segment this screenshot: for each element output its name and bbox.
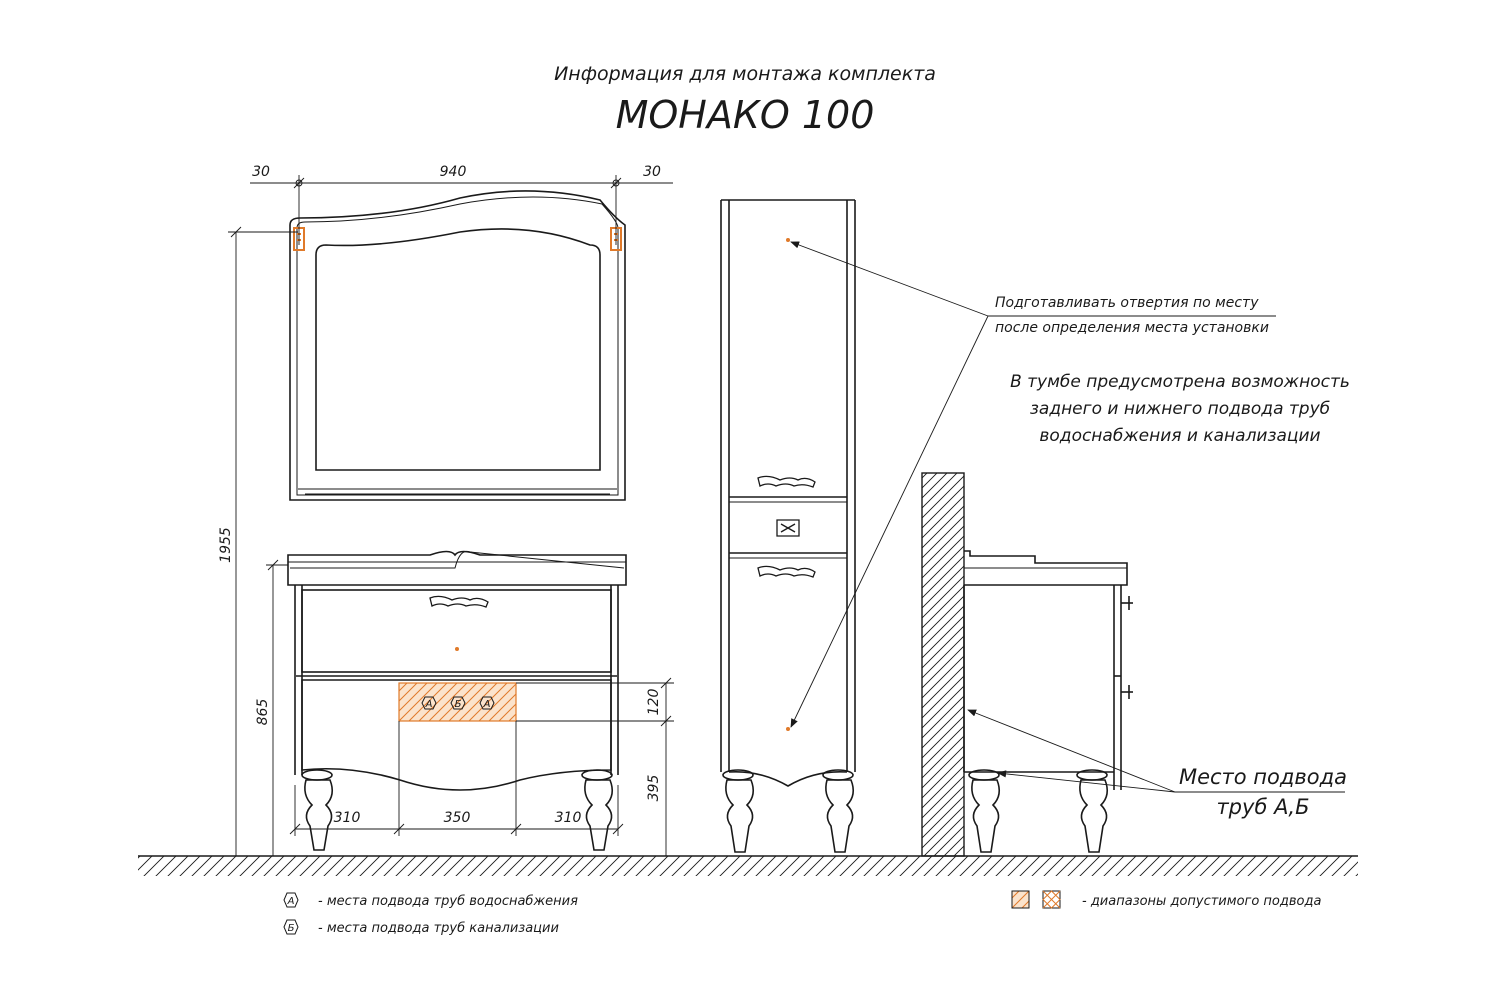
tall-mount-point-bottom: [786, 727, 790, 731]
note-supply-line2: заднего и нижнего подвода труб: [1030, 399, 1330, 419]
dim-zone-bottom: 395: [646, 775, 662, 802]
tall-leg-right: [822, 769, 855, 853]
title-line1: Информация для монтажа комплекта: [554, 63, 936, 85]
side-leg-left: [968, 769, 1001, 853]
zone-vertical-dimensions: [516, 677, 674, 856]
pipes-leader: [967, 709, 1345, 793]
tall-mount-point-top: [786, 238, 790, 242]
marker-sewer-label: Б: [455, 699, 462, 710]
leg-left: [301, 769, 334, 851]
total-height-dimension: [228, 226, 298, 856]
tall-handle-middle-icon: [776, 519, 800, 537]
tall-cabinet: [720, 199, 856, 853]
note-pipes-line2: труб А,Б: [1216, 795, 1309, 819]
dim-zone-width: 350: [444, 810, 471, 826]
legend-range-hatch-icon: [1011, 890, 1030, 909]
vanity-side-view: [963, 550, 1133, 853]
zone-horizontal-dimensions: [289, 721, 624, 836]
marker-water-right-label: А: [483, 699, 491, 710]
dim-total-height: 1955: [218, 527, 234, 563]
legend-water-icon: [283, 892, 299, 908]
legend-range-cross-icon: [1042, 890, 1061, 909]
wall: [921, 472, 965, 857]
pipe-markers: [421, 696, 495, 710]
dim-mirror-width: 940: [440, 164, 467, 180]
holes-leader: [790, 241, 1276, 728]
dim-cabinet-height: 865: [255, 699, 271, 726]
note-holes-line2: после определения места установки: [995, 320, 1269, 336]
legend: [283, 890, 1061, 935]
dim-zone-right: 310: [555, 810, 582, 826]
note-supply-line3: водоснабжения и канализации: [1039, 426, 1320, 446]
dim-mirror-right: 30: [643, 164, 661, 180]
cabinet-height-dimension: [266, 559, 288, 856]
vanity-cabinet: [287, 550, 627, 851]
pipe-zone: [398, 682, 517, 722]
legend-water-symbol: А: [287, 896, 295, 907]
dim-zone-height: 120: [646, 689, 662, 716]
drawer-handle-icon: [429, 595, 489, 608]
marker-water-left-label: А: [425, 699, 433, 710]
dim-mirror-left: 30: [252, 164, 270, 180]
tall-handle-bottom-icon: [757, 565, 816, 578]
marker-water-right-icon: [479, 696, 495, 710]
dim-zone-left: 310: [334, 810, 361, 826]
legend-sewer-symbol: Б: [288, 923, 295, 934]
marker-sewer-icon: [450, 696, 466, 710]
tall-handle-top-icon: [757, 475, 816, 488]
note-holes-line1: Подготавливать отвертия по месту: [995, 295, 1259, 311]
mirror: [289, 190, 626, 501]
legend-sewer-text: - места подвода труб канализации: [318, 921, 559, 936]
side-leg-right: [1076, 769, 1109, 853]
floor: [138, 855, 1358, 876]
mirror-dimensions: [250, 175, 673, 245]
legend-sewer-icon: [283, 919, 299, 935]
tall-leg-left: [722, 769, 755, 853]
note-supply-line1: В тумбе предусмотрена возможность: [1010, 372, 1350, 392]
legend-range-text: - диапазоны допустимого подвода: [1082, 894, 1321, 909]
legend-water-text: - места подвода труб водоснабжения: [318, 894, 578, 909]
marker-water-left-icon: [421, 696, 437, 710]
leg-right: [581, 769, 614, 851]
title-line2: МОНАКО 100: [616, 93, 875, 137]
note-pipes-line1: Место подвода: [1179, 765, 1347, 789]
mount-point: [455, 647, 459, 651]
